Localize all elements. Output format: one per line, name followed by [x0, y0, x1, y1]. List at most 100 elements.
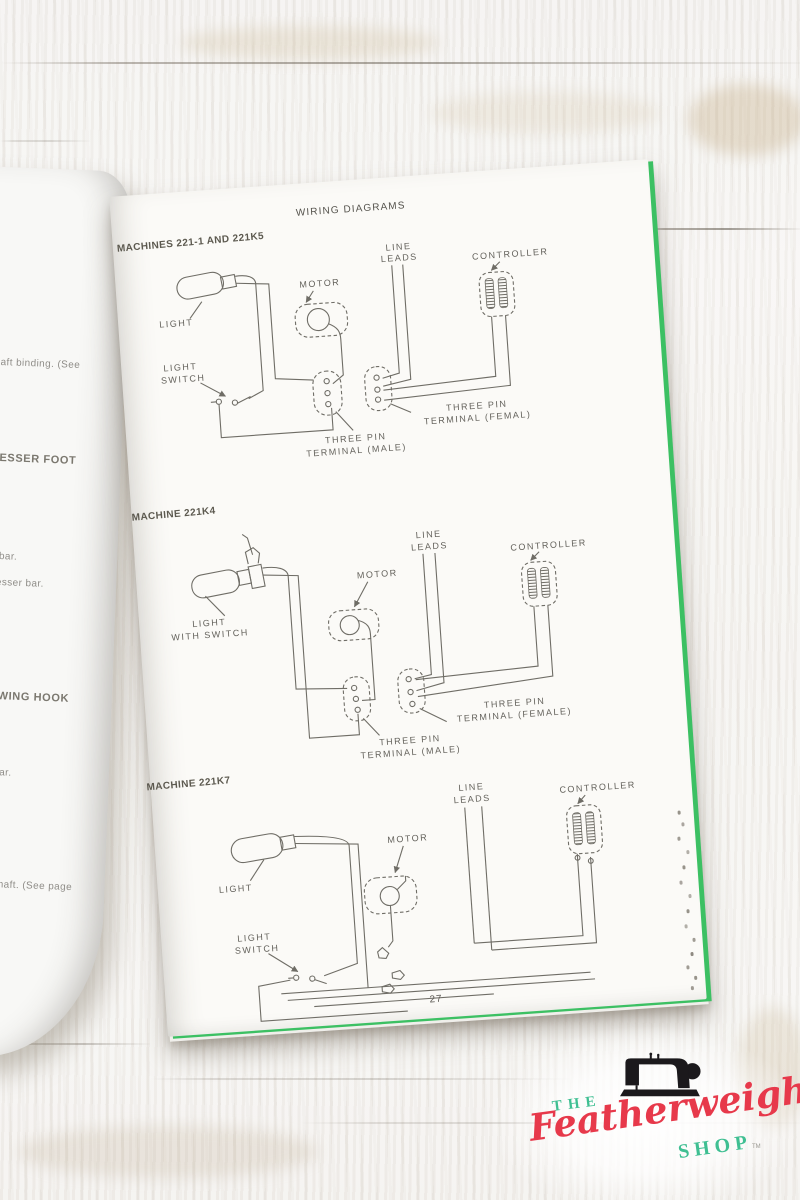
label-line-leads: LEADS	[411, 540, 449, 553]
three-pin-terminal-male	[312, 370, 343, 416]
label-male-terminal: THREE PIN	[379, 733, 441, 747]
leader-line	[419, 707, 447, 723]
motor-symbol	[328, 608, 380, 702]
wire	[294, 842, 369, 988]
wiring-diagram-221-1-and-221k5: LIGHT MOTOR LIGHT SWITCH LINE LEADS CONT…	[159, 241, 549, 459]
wire	[294, 835, 358, 977]
label-light: WITH SWITCH	[171, 627, 249, 642]
sewing-machine-icon	[620, 1052, 701, 1097]
label-female-terminal: TERMINAL (FEMALE)	[457, 706, 573, 724]
leader-line	[189, 301, 203, 319]
leader-arrow	[200, 382, 226, 397]
wood-stain	[18, 1126, 318, 1178]
wood-stain	[430, 92, 660, 134]
logo-glow	[488, 1026, 800, 1200]
wire	[235, 282, 314, 381]
manual-page: WIRING DIAGRAMS MACHINES 221-1 AND 221K5	[109, 159, 707, 1037]
light-with-switch	[191, 533, 266, 599]
wire	[258, 979, 408, 1022]
page-title: WIRING DIAGRAMS	[295, 200, 406, 219]
wire	[235, 275, 264, 400]
leader-arrow	[393, 845, 404, 874]
wood-crack	[0, 140, 90, 142]
line-lead-wire	[414, 553, 432, 680]
label-motor: MOTOR	[357, 568, 398, 581]
label-line-leads: LINE	[415, 529, 442, 541]
wood-stain	[688, 84, 800, 156]
wood-crack	[0, 62, 800, 64]
label-motor: MOTOR	[299, 277, 340, 290]
wire	[287, 978, 596, 1001]
wiring-diagram-221k7: LIGHT MOTOR LIGHT SWITCH LINE LEADS CONT…	[219, 780, 636, 1022]
wire	[384, 315, 512, 401]
wire	[417, 605, 554, 698]
left-page-heading: RESSER FOOT	[0, 451, 77, 467]
left-page-heading: SEWING HOOK	[0, 689, 70, 705]
three-pin-terminal-female	[364, 365, 393, 412]
label-light-switch: SWITCH	[235, 943, 280, 956]
line-lead-wire	[481, 806, 493, 951]
left-page-text: lle bar.	[0, 766, 12, 779]
line-lead-wire	[416, 552, 445, 692]
leader-line	[249, 859, 265, 881]
leader-line	[335, 411, 354, 431]
motor-symbol	[363, 875, 418, 948]
left-page-text: presser bar.	[0, 576, 44, 590]
three-pin-terminal-female	[397, 668, 426, 714]
wood-crack	[150, 1078, 570, 1080]
wire	[383, 316, 497, 391]
wire	[262, 566, 348, 690]
light-bulb	[230, 833, 297, 864]
label-female-terminal: TERMINAL (FEMAL)	[424, 409, 532, 426]
label-controller: CONTROLLER	[472, 246, 549, 261]
left-page-text: le bar.	[0, 551, 18, 563]
line-lead-wire	[383, 264, 412, 387]
controller-symbol	[566, 804, 604, 864]
wire	[281, 971, 591, 995]
label-light: LIGHT	[192, 617, 227, 629]
light-switch	[288, 974, 327, 985]
leader-arrow	[353, 581, 369, 608]
label-light: LIGHT	[219, 883, 254, 895]
label-light-switch: LIGHT	[163, 361, 198, 373]
three-pin-terminal-male	[342, 676, 372, 722]
wood-stain	[180, 26, 440, 60]
motor-symbol	[294, 301, 349, 385]
label-female-terminal: THREE PIN	[446, 399, 508, 413]
wire	[263, 574, 361, 739]
wood-crack	[640, 228, 800, 230]
leader-line	[390, 403, 412, 413]
wire	[415, 606, 539, 681]
label-controller: CONTROLLER	[559, 780, 636, 795]
left-page-text: haft binding. (See	[0, 356, 81, 372]
label-line-leads: LINE	[458, 781, 485, 793]
label-line-leads: LINE	[385, 241, 412, 253]
leader-arrow	[577, 794, 586, 805]
line-lead-wire	[464, 807, 475, 944]
wiring-diagram-221k4: LIGHT WITH SWITCH MOTOR LINE LEADS CONTR…	[171, 529, 587, 761]
label-male-terminal: TERMINAL (MALE)	[306, 442, 407, 459]
wire	[314, 993, 494, 1008]
leader-arrow	[490, 261, 501, 271]
wire	[474, 853, 584, 944]
leader-line	[362, 718, 380, 736]
controller-symbol	[520, 560, 558, 607]
label-light-switch: SWITCH	[161, 373, 206, 386]
controller-symbol	[478, 271, 516, 318]
label-line-leads: LEADS	[453, 793, 491, 806]
label-line-leads: LEADS	[380, 252, 418, 265]
label-female-terminal: THREE PIN	[484, 696, 546, 710]
line-lead-wire	[382, 265, 400, 379]
featherweight-shop-logo: THE Featherweight SHOP TM	[520, 1040, 800, 1190]
wire	[491, 856, 598, 951]
logo-shop: SHOP	[676, 1130, 754, 1164]
leader-arrow	[268, 953, 299, 973]
label-light-switch: LIGHT	[237, 931, 272, 943]
label-male-terminal: THREE PIN	[325, 431, 387, 445]
label-motor: MOTOR	[387, 832, 428, 845]
left-page-text: ing shaft. (See page	[0, 878, 73, 894]
page-speckles	[677, 810, 681, 815]
logo-trademark: TM	[752, 1144, 761, 1150]
light-bulb	[176, 271, 238, 300]
